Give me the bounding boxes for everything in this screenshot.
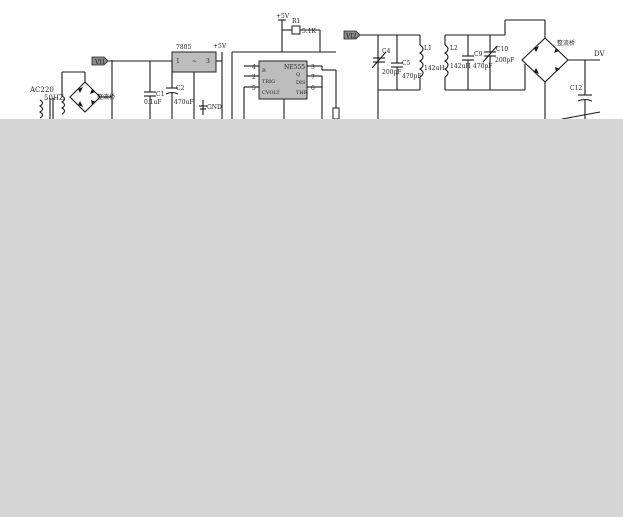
c9-label: C9 — [474, 51, 483, 58]
regulator-vcc: +5V — [213, 43, 227, 50]
l2-value: 142uH — [450, 63, 471, 70]
diode-icon — [554, 48, 559, 53]
c2-value: 470uF — [174, 99, 193, 106]
timer-pin-name-dis: DIS — [296, 80, 306, 86]
transformer-secondary-coil — [60, 95, 66, 115]
c4-label: C4 — [382, 48, 391, 55]
vcc-top: +5V — [276, 13, 292, 52]
timer-pin-name-r: R — [262, 68, 266, 74]
c2-label: C2 — [176, 85, 185, 92]
diode-icon — [534, 46, 539, 52]
lc-tank-2: L2 142uH C9 470pF C10 200pF — [444, 19, 546, 91]
node-vi2: VI2 — [343, 30, 378, 40]
diode-icon — [90, 89, 95, 94]
timer-pin-7: 7 — [311, 74, 315, 81]
l1-value: 142uH — [424, 65, 445, 72]
timer-pin-5: 5 — [252, 85, 256, 92]
gnd-label: GND — [207, 104, 222, 111]
c5-value: 470pF — [402, 73, 421, 80]
capacitor-c2: C2 470uF — [165, 61, 193, 119]
node-vi2-label: VI2 — [345, 33, 357, 40]
timer-pin-name-thr: THR — [296, 90, 308, 96]
diode-icon — [534, 68, 539, 74]
l2-label: L2 — [450, 45, 458, 52]
vcc-top-label: +5V — [276, 13, 290, 20]
c4-value: 200pF — [382, 69, 401, 76]
resistor-r1: R1 5.1K — [291, 18, 321, 52]
regulator-label: 7805 — [176, 44, 191, 51]
timer-pin-6: 6 — [311, 85, 315, 92]
diode-icon — [78, 87, 83, 93]
bridge-rectifier-1: 整流桥 — [69, 60, 115, 119]
regulator-pin-out: 3 — [206, 58, 210, 65]
c9-value: 470pF — [473, 63, 492, 70]
diode-icon — [91, 100, 96, 105]
output-label: DV — [594, 50, 605, 58]
r1-label: R1 — [292, 18, 300, 25]
c1-value: 0.1uF — [144, 99, 162, 106]
timer-label: NE555 — [284, 64, 305, 71]
timer-pin-3: 3 — [311, 64, 315, 71]
lc-tank-1: C4 200pF C5 470pF L1 142uH — [371, 34, 445, 119]
timer-pin-2: 2 — [252, 74, 256, 81]
bridge-rectifier-2: 整流桥 DV C12 — [521, 37, 605, 120]
timer-ic: NE555 4 2 5 3 7 6 R TRIG CVOLT Q DIS THR — [231, 51, 340, 120]
transformer-label: 50HZ — [44, 94, 64, 102]
c12-label: C12 — [570, 85, 582, 92]
diode-icon — [78, 101, 83, 107]
c5-label: C5 — [402, 60, 411, 67]
diode-icon — [555, 67, 560, 72]
l1-label: L1 — [424, 45, 432, 52]
timer-pin-name-cvolt: CVOLT — [262, 90, 280, 96]
ac-input-label: AC220 — [29, 86, 54, 94]
c10-value: 200pF — [495, 57, 514, 64]
bridge2-label: 整流桥 — [557, 39, 575, 47]
ground-symbol: GND — [199, 100, 222, 115]
voltage-regulator: 7805 1 ~ 3 +5V — [171, 43, 227, 119]
timer-pin-4: 4 — [252, 64, 256, 71]
ac-input-section: AC220 50HZ — [29, 71, 86, 119]
timer-body — [258, 60, 308, 100]
r1-value: 5.1K — [302, 28, 317, 35]
node-vi1-label: VI1 — [94, 59, 106, 66]
capacitor-c1: C1 0.1uF — [144, 61, 164, 119]
svg-text:~: ~ — [192, 58, 197, 65]
timer-pin-name-q: Q — [296, 72, 300, 78]
gray-occlusion-panel — [0, 119, 623, 517]
regulator-pin-in: 1 — [176, 58, 180, 65]
c1-label: C1 — [156, 91, 164, 98]
node-vi1: VI1 — [91, 56, 172, 66]
c10-label: C10 — [496, 46, 508, 53]
timer-pin-name-trig: TRIG — [262, 79, 275, 85]
transformer-primary-coil — [38, 99, 44, 119]
